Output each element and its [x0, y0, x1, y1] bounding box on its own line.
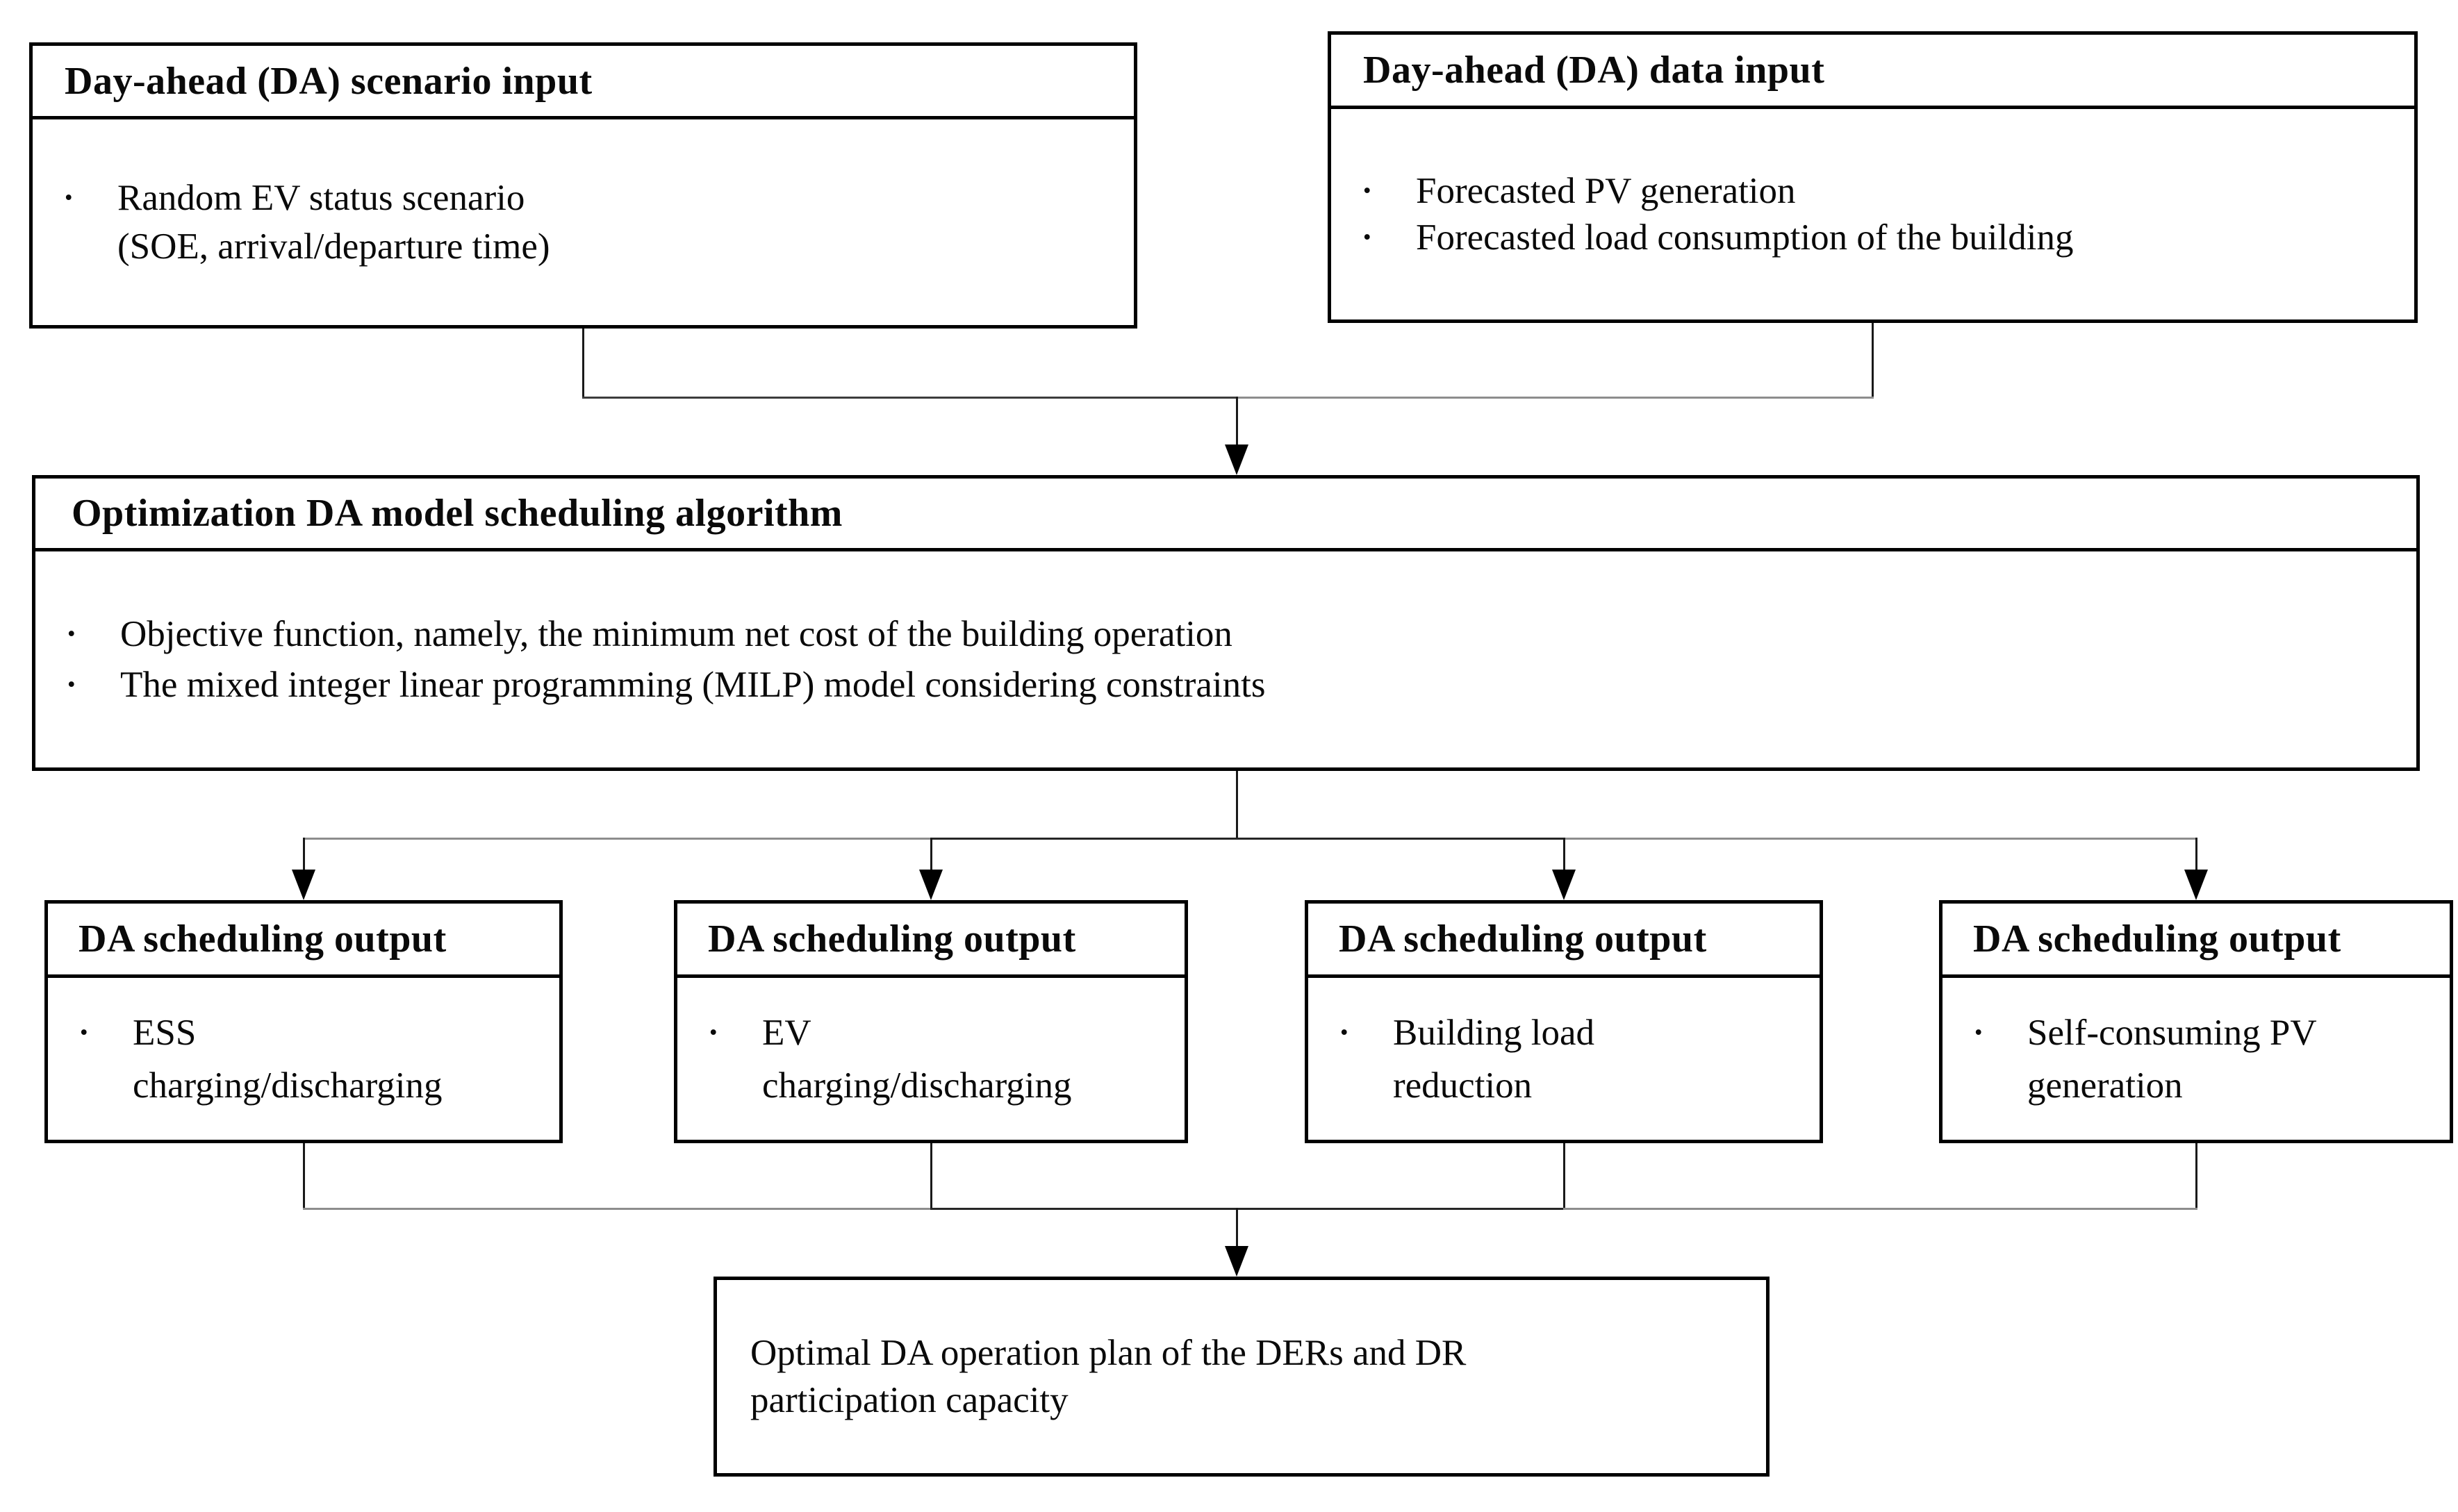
connector-inputs-join-right: [1236, 397, 1874, 399]
collector-line-left: [303, 1208, 932, 1210]
connector-to-output-3: [1563, 838, 1565, 872]
bullet-item: Forecasted load consumption of the build…: [1331, 215, 2414, 261]
box-title: Day-ahead (DA) scenario input: [33, 46, 1134, 119]
box-body: Self-consuming PV generation: [1943, 978, 2450, 1140]
collector-line-right: [1563, 1208, 2197, 1210]
box-title: DA scheduling output: [1943, 904, 2450, 978]
box-body: EV charging/discharging: [677, 978, 1185, 1140]
bullet-item: Self-consuming PV generation: [1943, 1006, 2450, 1112]
arrowhead-down-icon: [1225, 445, 1248, 475]
da-output-box-ess: DA scheduling output ESS charging/discha…: [44, 900, 563, 1143]
box-body: ESS charging/discharging: [48, 978, 559, 1140]
data-input-box: Day-ahead (DA) data input Forecasted PV …: [1328, 31, 2418, 323]
connector-output-3-down: [1563, 1142, 1565, 1210]
arrowhead-down-icon: [292, 870, 315, 900]
connector-output-1-down: [303, 1142, 305, 1210]
box-title: DA scheduling output: [1308, 904, 1820, 978]
connector-output-4-down: [2195, 1142, 2197, 1210]
connector-into-result: [1236, 1208, 1238, 1249]
connector-inputs-join-left: [582, 397, 1238, 399]
optimization-box: Optimization DA model scheduling algorit…: [32, 475, 2420, 771]
connector-to-output-4: [2195, 838, 2197, 872]
box-title: DA scheduling output: [677, 904, 1185, 978]
distributor-line-left: [303, 838, 932, 840]
da-output-box-ev: DA scheduling output EV charging/dischar…: [674, 900, 1188, 1143]
box-title: Day-ahead (DA) data input: [1331, 35, 2414, 109]
arrowhead-down-icon: [1225, 1246, 1248, 1277]
distributor-line-mid: [930, 838, 1565, 840]
distributor-line-right: [1563, 838, 2197, 840]
box-body: Optimal DA operation plan of the DERs an…: [717, 1280, 1766, 1473]
collector-line-mid: [930, 1208, 1565, 1210]
result-text: Optimal DA operation plan of the DERs an…: [750, 1333, 1467, 1420]
connector-data-down: [1872, 319, 1874, 399]
arrowhead-down-icon: [2184, 870, 2208, 900]
arrowhead-down-icon: [1552, 870, 1576, 900]
da-output-box-pv: DA scheduling output Self-consuming PV g…: [1939, 900, 2453, 1143]
bullet-item: Building load reduction: [1308, 1006, 1820, 1112]
da-output-box-load: DA scheduling output Building load reduc…: [1305, 900, 1823, 1143]
box-body: Objective function, namely, the minimum …: [35, 551, 2416, 767]
bullet-item: Objective function, namely, the minimum …: [35, 609, 2416, 660]
box-body: Building load reduction: [1308, 978, 1820, 1140]
bullet-item: EV charging/discharging: [677, 1006, 1185, 1112]
box-title: DA scheduling output: [48, 904, 559, 978]
bullet-item: ESS charging/discharging: [48, 1006, 559, 1112]
connector-optimization-down: [1236, 768, 1238, 840]
result-box: Optimal DA operation plan of the DERs an…: [714, 1277, 1770, 1477]
box-body: Forecasted PV generation Forecasted load…: [1331, 109, 2414, 319]
scenario-input-box: Day-ahead (DA) scenario input Random EV …: [29, 42, 1137, 329]
bullet-item: The mixed integer linear programming (MI…: [35, 660, 2416, 711]
connector-scenario-down: [582, 325, 584, 399]
connector-to-output-2: [930, 838, 932, 872]
connector-to-output-1: [303, 838, 305, 872]
connector-output-2-down: [930, 1142, 932, 1210]
box-title: Optimization DA model scheduling algorit…: [35, 479, 2416, 551]
connector-into-optimization: [1236, 397, 1238, 447]
bullet-item: Random EV status scenario (SOE, arrival/…: [33, 174, 1134, 271]
arrowhead-down-icon: [919, 870, 943, 900]
box-body: Random EV status scenario (SOE, arrival/…: [33, 119, 1134, 325]
bullet-item: Forecasted PV generation: [1331, 168, 2414, 215]
